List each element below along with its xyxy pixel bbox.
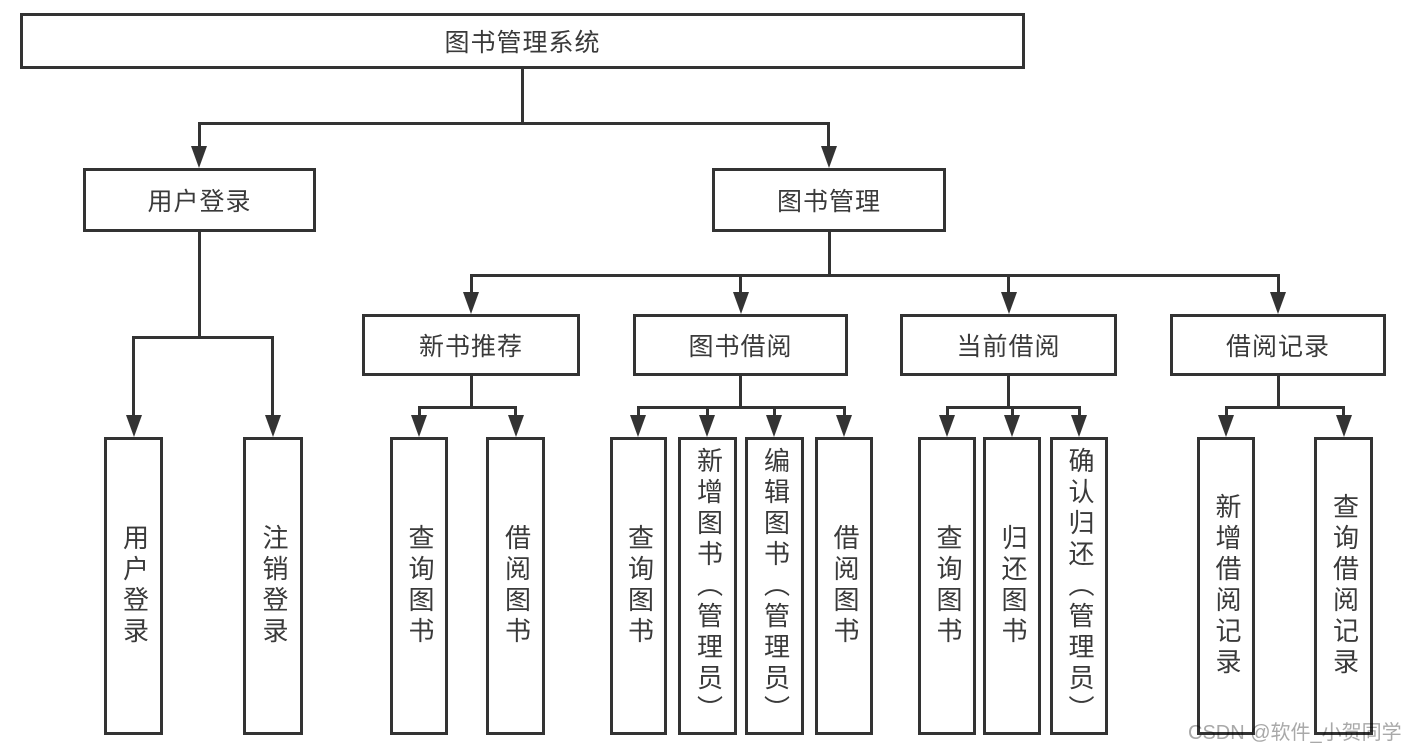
node-label: 图书借阅 <box>688 333 793 361</box>
connector-line <box>199 122 830 125</box>
node-label: 查询图书 <box>932 524 963 648</box>
arrowhead-down-icon <box>630 415 646 437</box>
connector-line <box>132 336 274 339</box>
connector-line <box>418 406 516 409</box>
connector-line <box>1225 406 1344 409</box>
node-label: 归还图书 <box>997 524 1028 648</box>
node-current-borrowing: 当前借阅 <box>900 314 1117 376</box>
arrowhead-down-icon <box>1270 292 1286 314</box>
connector-line <box>843 406 846 418</box>
connector-line <box>418 406 421 418</box>
leaf-query-books-current: 查询图书 <box>918 437 976 735</box>
leaf-edit-books-admin: 编辑图书（管理员） <box>745 437 804 735</box>
arrowhead-down-icon <box>733 292 749 314</box>
connector-line <box>773 406 776 418</box>
connector-line <box>521 68 524 122</box>
node-label: 查询图书 <box>624 524 655 648</box>
arrowhead-down-icon <box>1336 415 1352 437</box>
arrowhead-down-icon <box>821 146 837 168</box>
connector-line <box>706 406 709 418</box>
connector-line <box>1007 376 1010 406</box>
arrowhead-down-icon <box>265 415 281 437</box>
leaf-confirm-return-admin: 确认归还（管理员） <box>1050 437 1108 735</box>
arrowhead-down-icon <box>699 415 715 437</box>
node-label: 新增借阅记录 <box>1211 493 1242 679</box>
node-label: 用户登录 <box>147 188 252 216</box>
connector-line <box>1007 274 1010 294</box>
connector-line <box>1342 406 1345 418</box>
node-label: 查询图书 <box>404 524 435 648</box>
arrowhead-down-icon <box>508 415 524 437</box>
arrowhead-down-icon <box>126 415 142 437</box>
connector-line <box>1078 406 1081 418</box>
leaf-borrow-books: 借阅图书 <box>815 437 873 735</box>
node-book-management: 图书管理 <box>712 168 946 232</box>
connector-line <box>739 274 742 294</box>
leaf-user-login: 用户登录 <box>104 437 163 735</box>
connector-line <box>1277 376 1280 406</box>
node-label: 借阅记录 <box>1225 333 1330 361</box>
node-new-book-recommendation: 新书推荐 <box>362 314 580 376</box>
leaf-return-books: 归还图书 <box>983 437 1041 735</box>
connector-line <box>198 232 201 336</box>
connector-line <box>198 122 201 150</box>
node-label: 编辑图书（管理员） <box>760 446 791 726</box>
connector-line <box>946 406 949 418</box>
connector-line <box>1011 406 1014 418</box>
connector-line <box>1225 406 1228 418</box>
arrowhead-down-icon <box>191 146 207 168</box>
connector-line <box>739 376 742 406</box>
connector-line <box>271 336 274 418</box>
leaf-query-books-borrow: 查询图书 <box>610 437 667 735</box>
arrowhead-down-icon <box>411 415 427 437</box>
node-user-login: 用户登录 <box>83 168 316 232</box>
connector-line <box>827 122 830 150</box>
arrowhead-down-icon <box>463 292 479 314</box>
node-label: 借阅图书 <box>501 524 532 648</box>
connector-line <box>470 274 473 294</box>
leaf-add-borrow-record: 新增借阅记录 <box>1197 437 1255 735</box>
leaf-borrow-books-recommend: 借阅图书 <box>486 437 545 735</box>
leaf-add-books-admin: 新增图书（管理员） <box>678 437 737 735</box>
node-label: 图书管理 <box>776 188 881 216</box>
node-label: 借阅图书 <box>829 524 860 648</box>
csdn-watermark: CSDN @软件_小贺同学 <box>1188 722 1402 744</box>
node-label: 注销登录 <box>258 524 289 648</box>
connector-line <box>514 406 517 418</box>
node-label: 新增图书（管理员） <box>693 446 724 726</box>
connector-line <box>470 274 1280 277</box>
connector-line <box>132 336 135 418</box>
connector-line <box>637 406 845 409</box>
arrowhead-down-icon <box>1001 292 1017 314</box>
node-label: 新书推荐 <box>418 333 523 361</box>
connector-line <box>637 406 640 418</box>
node-label: 确认归还（管理员） <box>1064 446 1095 726</box>
node-label: 当前借阅 <box>956 333 1061 361</box>
node-label: 用户登录 <box>119 524 150 648</box>
node-book-borrowing: 图书借阅 <box>633 314 848 376</box>
connector-line <box>1277 274 1280 294</box>
arrowhead-down-icon <box>1218 415 1234 437</box>
leaf-query-borrow-record: 查询借阅记录 <box>1314 437 1373 735</box>
leaf-logout: 注销登录 <box>243 437 303 735</box>
arrowhead-down-icon <box>1004 415 1020 437</box>
arrowhead-down-icon <box>1071 415 1087 437</box>
connector-line <box>470 376 473 406</box>
leaf-query-books-recommend: 查询图书 <box>390 437 448 735</box>
node-label: 查询借阅记录 <box>1329 493 1360 679</box>
connector-line <box>828 232 831 274</box>
node-label: 图书管理系统 <box>444 29 601 57</box>
node-borrowing-records: 借阅记录 <box>1170 314 1386 376</box>
node-library-management-system: 图书管理系统 <box>20 13 1025 69</box>
arrowhead-down-icon <box>766 415 782 437</box>
arrowhead-down-icon <box>836 415 852 437</box>
arrowhead-down-icon <box>939 415 955 437</box>
